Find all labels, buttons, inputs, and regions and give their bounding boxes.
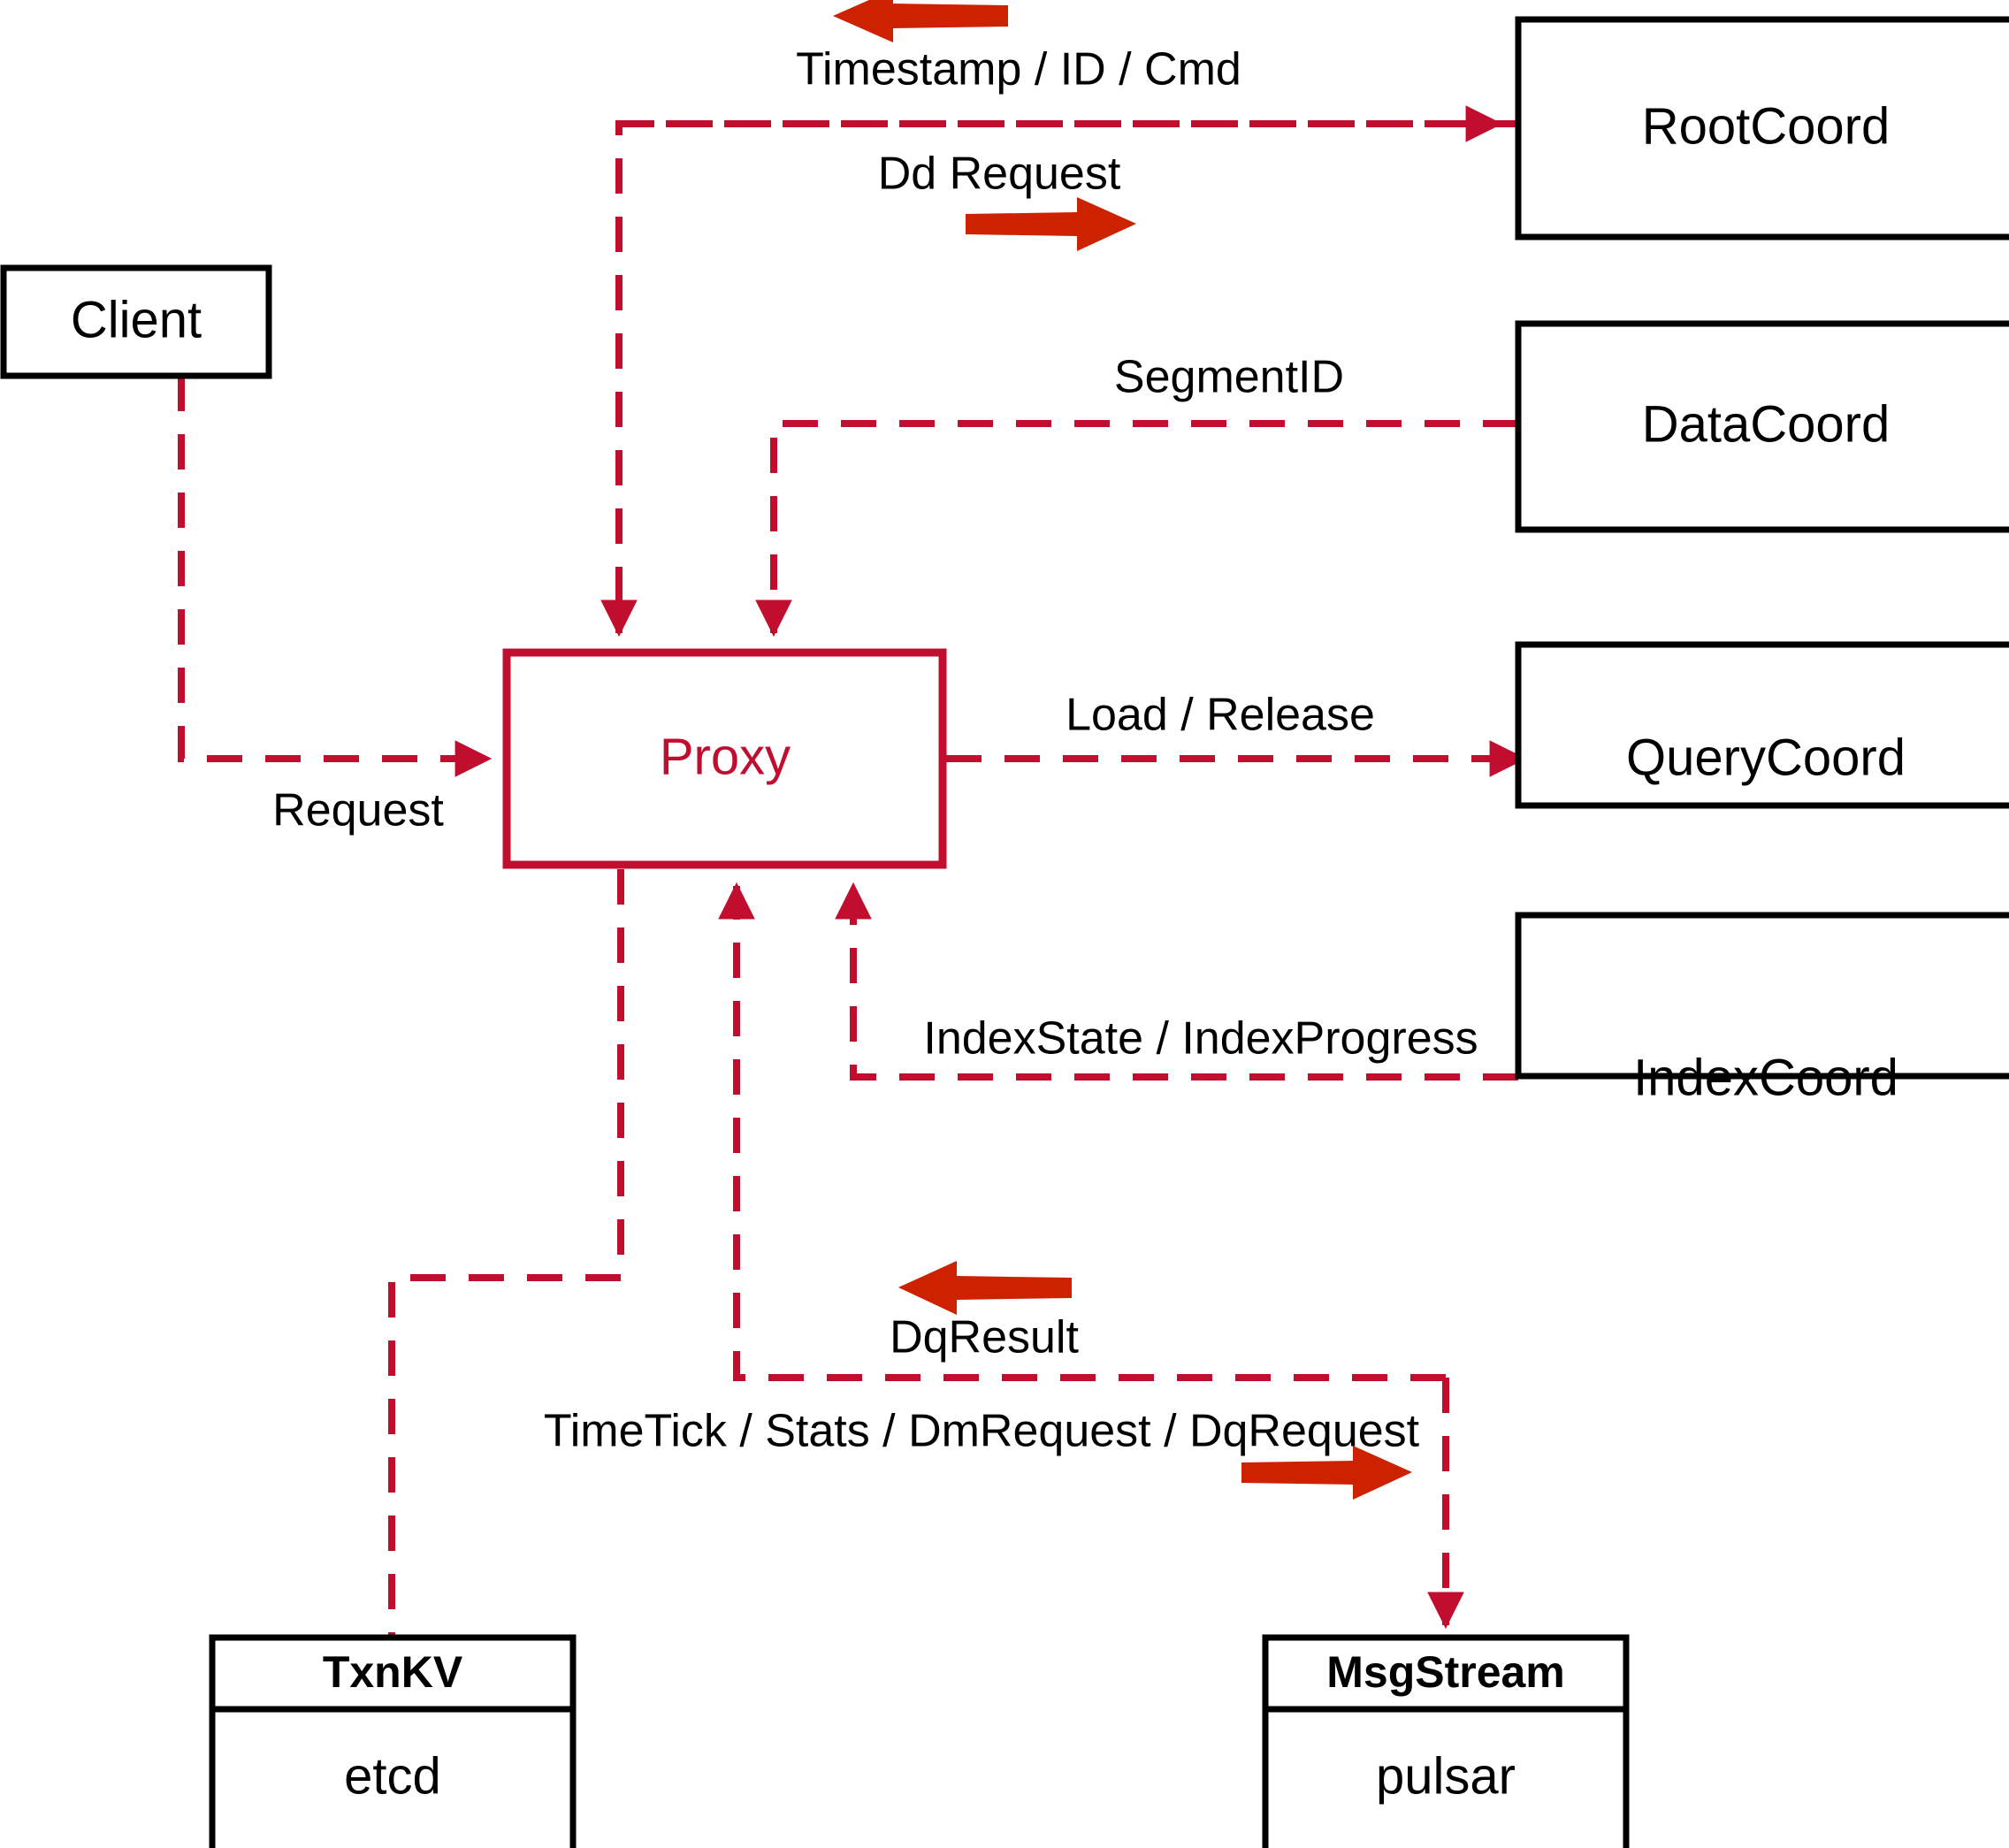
node-rootcoord[interactable]: RootCoord xyxy=(1515,16,2009,241)
edge-label-indexstate: IndexState / IndexProgress xyxy=(923,1013,1478,1065)
node-msgstream-sublabel: pulsar xyxy=(1376,1747,1516,1805)
node-indexcoord-label: IndexCoord xyxy=(1633,1049,1898,1106)
node-client[interactable]: Client xyxy=(0,264,272,379)
node-txnkv-label: TxnKV xyxy=(323,1647,463,1697)
edge-label-request: Request xyxy=(272,785,444,836)
node-indexcoord[interactable]: IndexCoord xyxy=(1515,912,2009,1106)
node-querycoord-label: QueryCoord xyxy=(1626,729,1906,786)
edge-label-timestamp: Timestamp / ID / Cmd xyxy=(796,44,1241,95)
edge-label-ddrequest: Dd Request xyxy=(878,149,1121,200)
dqresult-direction-arrow-icon xyxy=(898,1261,1072,1315)
edge-dqresult-line xyxy=(718,882,1446,1381)
edge-label-loadrelease: Load / Release xyxy=(1066,690,1375,741)
edge-txnkv-line xyxy=(388,869,624,1638)
edge-indexstate-line xyxy=(835,882,1518,1081)
edge-segmentid-line xyxy=(755,420,1518,638)
node-datacoord-label: DataCoord xyxy=(1642,395,1890,453)
edge-timestamp-line xyxy=(600,120,1518,638)
node-client-label: Client xyxy=(71,291,202,348)
node-proxy-label: Proxy xyxy=(660,728,791,785)
node-msgstream-label: MsgStream xyxy=(1326,1647,1565,1697)
edge-label-timetick: TimeTick / Stats / DmRequest / DqRequest xyxy=(544,1406,1420,1457)
timestamp-direction-arrow-icon xyxy=(833,0,1008,42)
node-rootcoord-label: RootCoord xyxy=(1642,97,1890,155)
edge-label-segmentid: SegmentID xyxy=(1114,352,1344,403)
node-querycoord[interactable]: QueryCoord xyxy=(1515,641,2009,809)
edge-request-line xyxy=(178,376,493,777)
node-txnkv[interactable]: TxnKV etcd xyxy=(209,1634,577,1848)
edge-label-dqresult: DqResult xyxy=(890,1312,1079,1363)
ddrequest-direction-arrow-icon xyxy=(966,197,1136,251)
node-proxy[interactable]: Proxy xyxy=(502,648,947,869)
node-msgstream[interactable]: MsgStream pulsar xyxy=(1262,1634,1630,1848)
timetick-direction-arrow-icon xyxy=(1241,1446,1412,1500)
node-datacoord[interactable]: DataCoord xyxy=(1515,320,2009,533)
node-txnkv-sublabel: etcd xyxy=(344,1747,441,1805)
